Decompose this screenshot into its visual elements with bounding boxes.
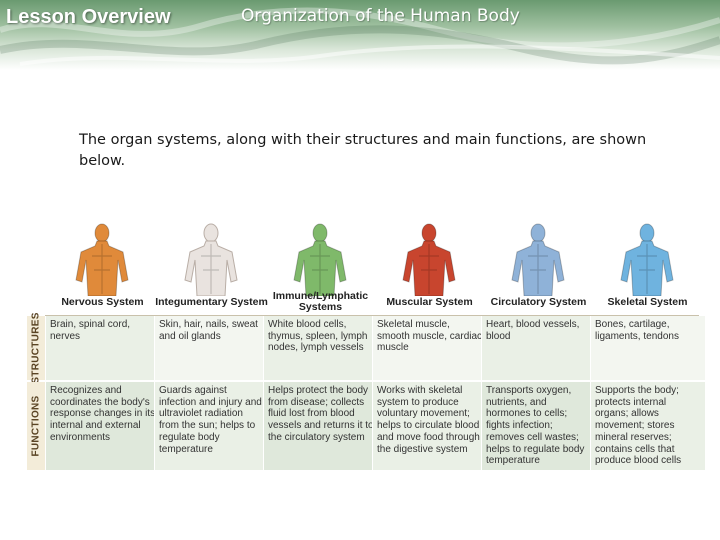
column-immune-lymphatic-systems: Immune/Lymphatic Systems White blood cel… — [263, 288, 378, 470]
header-texture — [0, 7, 720, 66]
column-header: Skeletal System — [607, 295, 688, 308]
organ-systems-table: STRUCTURES FUNCTIONS Nervous System Brai… — [27, 288, 705, 470]
lesson-tag: Lesson Overview — [6, 6, 171, 28]
lymphatic-system-figure-icon — [293, 223, 347, 296]
column-header: Immune/Lymphatic Systems — [272, 290, 369, 313]
structures-cell: Skin, hair, nails, sweat and oil glands — [154, 316, 269, 380]
column-integumentary-system: Integumentary System Skin, hair, nails, … — [154, 288, 269, 470]
page-title: Organization of the Human Body — [241, 6, 520, 26]
column-skeletal-system: Skeletal System Bones, cartilage, ligame… — [590, 288, 705, 470]
structures-cell: White blood cells, thymus, spleen, lymph… — [263, 316, 378, 380]
row-label-structures: STRUCTURES — [27, 312, 46, 384]
functions-cell: Works with skeletal system to produce vo… — [372, 382, 487, 470]
functions-cell: Transports oxygen, nutrients, and hormon… — [481, 382, 596, 470]
column-header: Muscular System — [386, 295, 473, 308]
header-banner: Lesson Overview Organization of the Huma… — [0, 0, 720, 70]
column-muscular-system: Muscular System Skeletal muscle, smooth … — [372, 288, 487, 470]
header-divider — [45, 315, 699, 316]
muscular-system-figure-icon — [402, 223, 456, 296]
functions-cell: Guards against infection and injury and … — [154, 382, 269, 470]
structures-cell: Heart, blood vessels, blood — [481, 316, 596, 380]
row-label-functions: FUNCTIONS — [27, 382, 46, 470]
functions-cell: Helps protect the body from disease; col… — [263, 382, 378, 470]
structures-cell: Brain, spinal cord, nerves — [45, 316, 160, 380]
structures-cell: Skeletal muscle, smooth muscle, cardiac … — [372, 316, 487, 380]
structures-cell: Bones, cartilage, ligaments, tendons — [590, 316, 705, 380]
circulatory-system-figure-icon — [511, 223, 565, 296]
column-nervous-system: Nervous System Brain, spinal cord, nerve… — [45, 288, 160, 470]
body-figures — [75, 223, 674, 296]
functions-cell: Recognizes and coordinates the body's re… — [45, 382, 160, 470]
column-header: Nervous System — [61, 295, 144, 308]
column-header: Circulatory System — [490, 295, 587, 308]
integumentary-system-figure-icon — [184, 223, 238, 296]
intro-text: The organ systems, along with their stru… — [79, 132, 647, 169]
column-circulatory-system: Circulatory System Heart, blood vessels,… — [481, 288, 596, 470]
functions-cell: Supports the body; protects internal org… — [590, 382, 705, 470]
column-header: Integumentary System — [155, 295, 268, 308]
skeletal-system-figure-icon — [620, 223, 674, 296]
organ-systems-figure: STRUCTURES FUNCTIONS Nervous System Brai… — [27, 222, 705, 470]
nervous-system-figure-icon — [75, 223, 129, 296]
